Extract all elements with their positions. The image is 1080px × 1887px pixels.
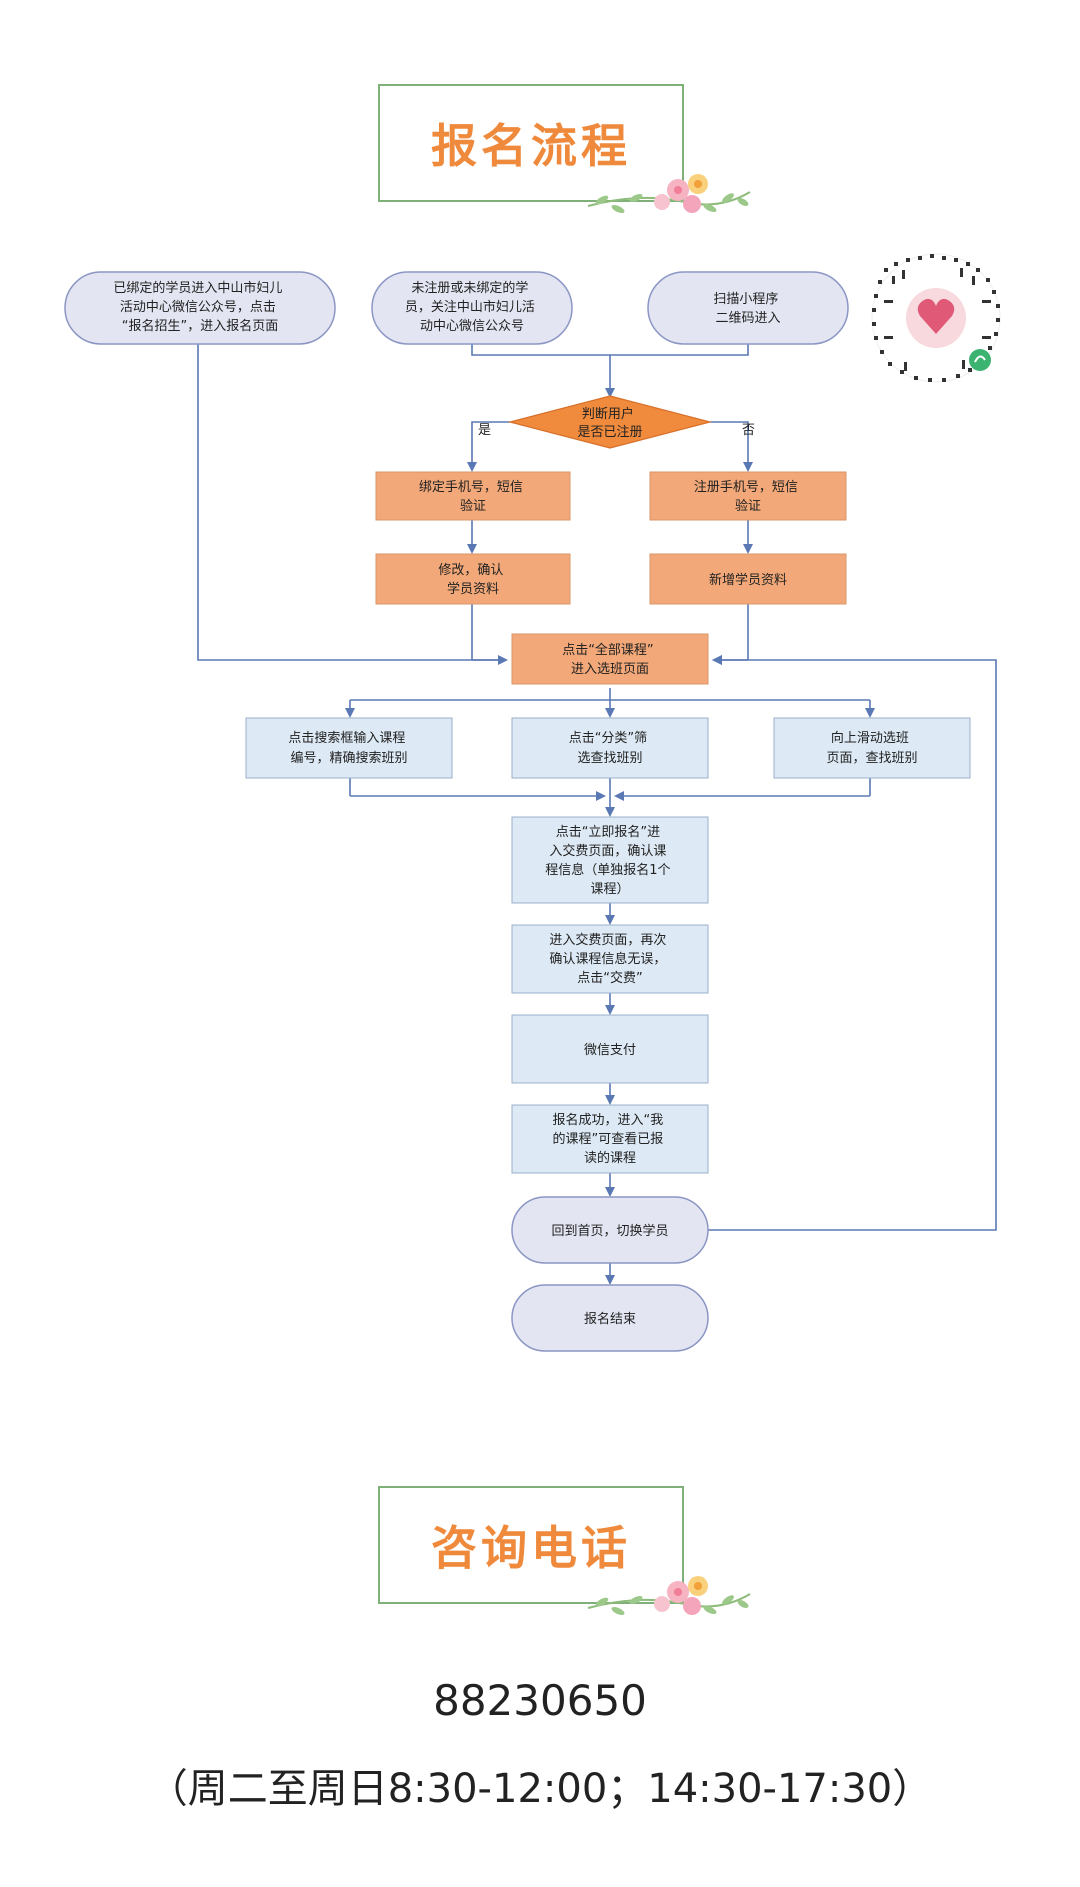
connector-lines <box>197 344 997 1285</box>
flower-decoration-icon <box>587 174 751 214</box>
step-payment-page-box <box>511 924 709 994</box>
option-scroll-box <box>773 717 971 779</box>
option-category-box <box>511 717 709 779</box>
step-wechat-pay-text: 微信支付 <box>584 1043 636 1058</box>
section-title-contact: 咨询电话 <box>431 1521 631 1575</box>
home-switch-member-text: 回到首页，切换学员 <box>551 1223 668 1239</box>
start-unregistered-member-text: 未注册或未绑定的学 员，关注中山市妇儿活 动中心微信公众号 <box>405 280 539 334</box>
option-scroll-text: 向上滑动选班 页面，查找班别 <box>826 730 917 766</box>
home-switch-member <box>511 1196 709 1264</box>
option-search-text: 点击搜索框输入课程 编号，精确搜索班别 <box>288 730 409 766</box>
step-wechat-pay-box <box>511 1014 709 1084</box>
contact-hours: （周二至周日8:30-12:00；14:30-17:30） <box>147 1766 933 1812</box>
confirm-member-box <box>375 553 571 605</box>
section-title-box-contact: 咨询电话 <box>378 1486 684 1604</box>
add-member-box <box>649 553 847 605</box>
confirm-member-text: 修改，确认 学员资料 <box>438 563 507 597</box>
start-scan-qr <box>647 271 849 345</box>
step-payment-page-text: 进入交费页面，再次 确认课程信息无误， 点击“交费” <box>549 932 670 986</box>
contact-phone-number: 88230650 <box>433 1676 647 1725</box>
no-label: 否 <box>742 423 755 438</box>
option-category-text: 点击“分类”筛 选查找班别 <box>569 731 652 766</box>
section-title-box: 报名流程 <box>378 84 684 202</box>
end-oval <box>511 1284 709 1352</box>
start-unregistered-member <box>371 271 573 345</box>
section-title: 报名流程 <box>431 119 631 173</box>
register-phone-text: 注册手机号，短信 验证 <box>694 480 802 514</box>
register-phone-box <box>649 471 847 521</box>
all-courses-box <box>511 633 709 685</box>
bind-phone-text: 绑定手机号，短信 验证 <box>419 480 527 514</box>
bind-phone-box <box>375 471 571 521</box>
step-success-text: 报名成功，进入“我 的课程”可查看已报 读的课程 <box>553 1112 668 1166</box>
step-register-now-text: 点击“立即报名”进 入交费页面，确认课 程信息（单独报名1个 课程） <box>545 824 674 897</box>
step-success-box <box>511 1104 709 1174</box>
flower-decoration-icon <box>587 1576 751 1616</box>
option-search-box <box>245 717 453 779</box>
decision-registered-text: 判断用户 是否已注册 <box>577 406 642 440</box>
decision-registered <box>507 395 713 449</box>
yes-label: 是 <box>478 423 491 438</box>
mini-program-qr-code <box>871 253 1001 383</box>
step-register-now-box <box>511 816 709 904</box>
end-oval-text: 报名结束 <box>584 1311 636 1327</box>
all-courses-text: 点击“全部课程” 进入选班页面 <box>562 642 658 677</box>
start-scan-qr-text: 扫描小程序 二维码进入 <box>713 292 782 326</box>
start-bound-member <box>64 271 336 345</box>
registration-flowchart: 已绑定的学员进入中山市妇儿 活动中心微信公众号，点击 “报名招生”，进入报名页面… <box>64 253 1001 1352</box>
start-bound-member-text: 已绑定的学员进入中山市妇儿 活动中心微信公众号，点击 “报名招生”，进入报名页面 <box>113 280 286 334</box>
add-member-text: 新增学员资料 <box>709 572 787 588</box>
